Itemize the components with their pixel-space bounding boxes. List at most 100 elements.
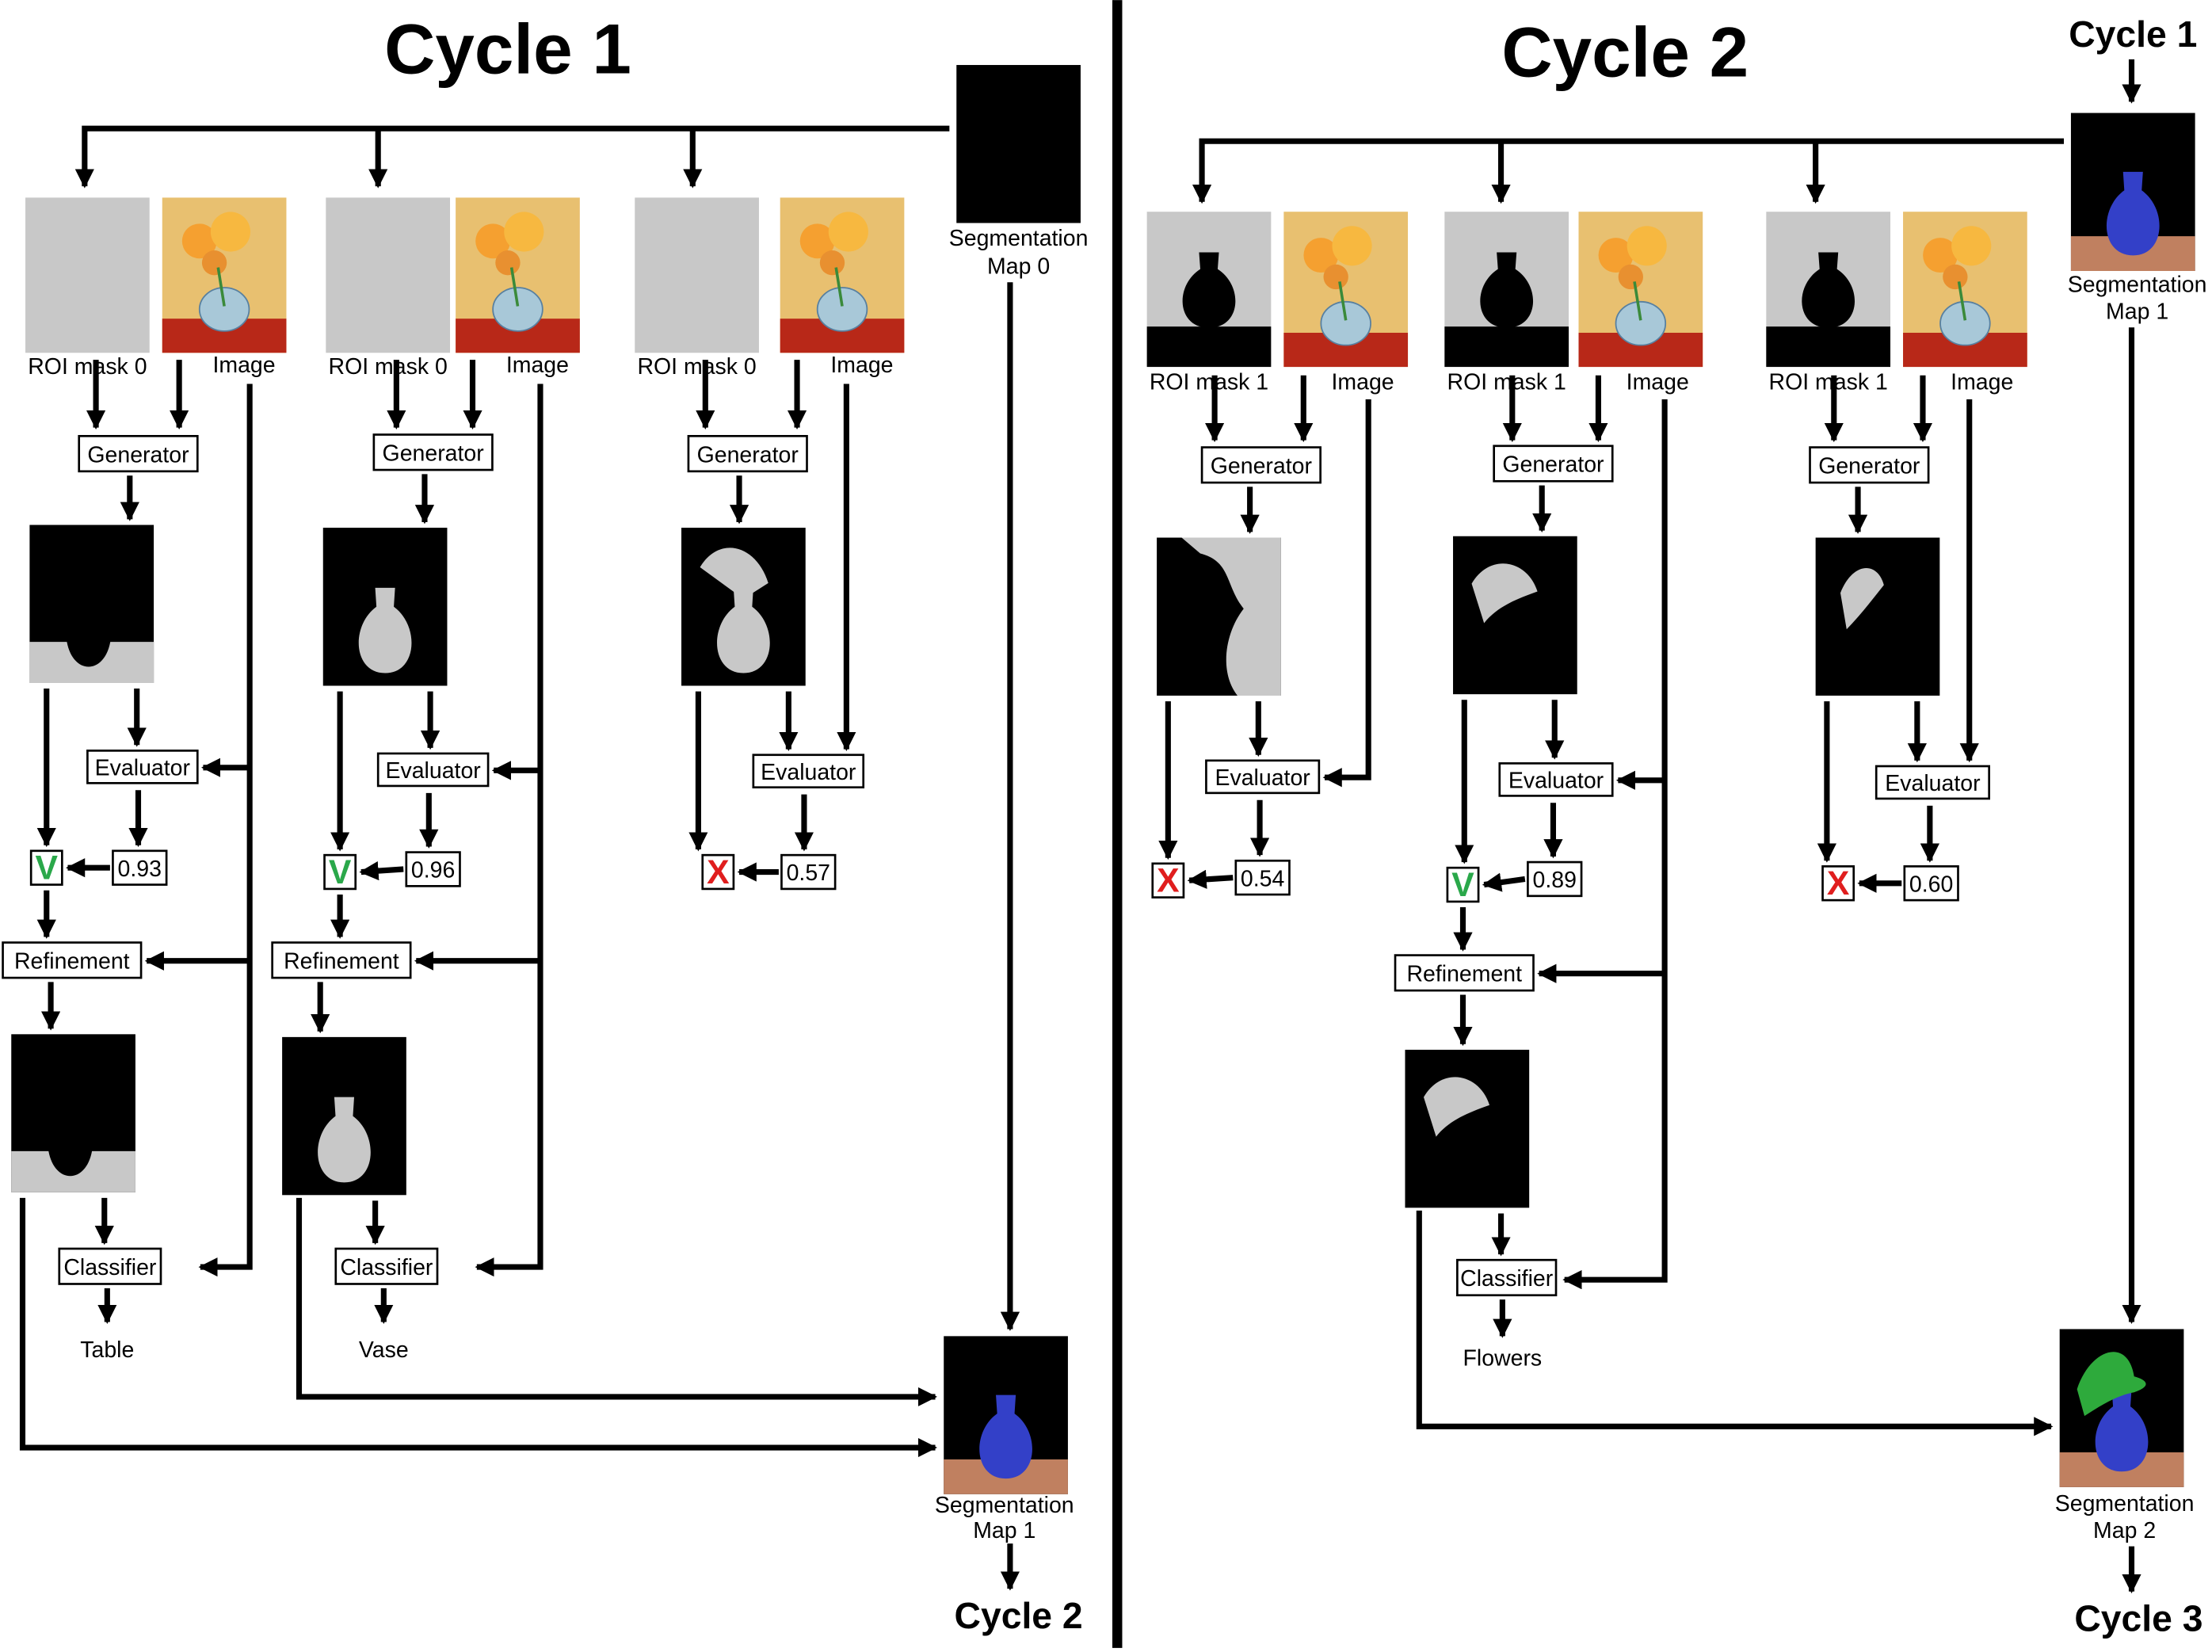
rose-bloom bbox=[1951, 226, 1992, 266]
stem bbox=[216, 267, 226, 307]
c2-col1-generator-box bbox=[1200, 446, 1321, 484]
c1-col2-refined-mask bbox=[282, 1036, 406, 1196]
stem bbox=[509, 267, 520, 307]
c1-col1-generator: Generator bbox=[87, 442, 189, 467]
c1-col1-verdict-box bbox=[29, 849, 63, 886]
c1-col2-classifier: Classifier bbox=[340, 1255, 433, 1280]
c2-col2-classifier-box bbox=[1456, 1258, 1558, 1297]
glass-vase bbox=[198, 287, 250, 332]
mask-background bbox=[1815, 537, 1940, 696]
rose-bloom bbox=[799, 223, 835, 259]
table-excluded bbox=[1444, 326, 1569, 368]
rose-bloom bbox=[1943, 264, 1968, 290]
seg0-to-col1-arrow bbox=[74, 125, 950, 189]
rose-bloom bbox=[1303, 238, 1339, 273]
c1-col1-evaluator: Evaluator bbox=[95, 756, 190, 781]
c2-col2-image-label: Image bbox=[1627, 370, 1689, 395]
rose-bloom bbox=[1323, 264, 1348, 290]
table-excluded bbox=[1146, 326, 1272, 368]
c2-col2-evaluator: Evaluator bbox=[1508, 769, 1604, 794]
cycle1-title: Cycle 1 bbox=[384, 10, 631, 89]
c1-col2-generator-box bbox=[372, 433, 494, 471]
c1-col1-verdict: V bbox=[36, 849, 59, 887]
c2-col1-evaluator-box bbox=[1205, 759, 1321, 795]
c2-col1-generated-mask bbox=[1157, 537, 1281, 696]
c2-col2-verdict: V bbox=[1451, 866, 1474, 904]
c1-col3-generator: Generator bbox=[697, 442, 799, 467]
c1-col1-img-to-classifier bbox=[198, 383, 253, 1277]
c2-col3-score: 0.60 bbox=[1909, 872, 1953, 897]
c2-col2-score: 0.89 bbox=[1533, 868, 1577, 893]
c2-col1-verdict: X bbox=[1157, 861, 1180, 899]
c2-col1-score-box bbox=[1234, 859, 1291, 896]
vase-segment bbox=[2106, 171, 2160, 256]
c1-col3-score: 0.57 bbox=[787, 860, 830, 886]
rose-bloom bbox=[1627, 226, 1667, 266]
c2-flowers-to-segmap2-arrow bbox=[1416, 1210, 2054, 1436]
cycle2-prev-label: Cycle 1 bbox=[2069, 13, 2197, 55]
c2-col2-generator-box bbox=[1493, 444, 1614, 483]
c1-col1-score: 0.93 bbox=[118, 857, 162, 882]
c1-col2-evaluator: Evaluator bbox=[386, 758, 481, 784]
roi-mask-area bbox=[25, 197, 150, 353]
c2-col1-score: 0.54 bbox=[1241, 866, 1284, 891]
c1-col3-image bbox=[780, 197, 905, 353]
flower-region bbox=[1840, 568, 1884, 630]
c1-col1-image-label: Image bbox=[212, 353, 275, 378]
rose-bloom bbox=[1598, 238, 1634, 273]
c1-col2-verdict: V bbox=[329, 853, 352, 891]
vase-excluded bbox=[1182, 252, 1236, 328]
flowers-segment bbox=[2077, 1352, 2146, 1417]
c2-col2-score-to-verdict bbox=[1482, 872, 1526, 892]
c1-col1-classifier: Classifier bbox=[63, 1255, 156, 1280]
roi-mask-area bbox=[635, 197, 759, 353]
seg-map-2-label-line1: Segmentation bbox=[2055, 1491, 2195, 1517]
c2-col1-evaluator: Evaluator bbox=[1215, 765, 1310, 791]
c1-col2-image-label: Image bbox=[506, 353, 569, 378]
c1-table-to-segmap1-arrow bbox=[19, 1197, 937, 1458]
c2-col1-roi-mask-label: ROI mask 1 bbox=[1150, 370, 1268, 395]
table-excluded bbox=[1766, 326, 1891, 368]
rose-bloom bbox=[201, 250, 227, 276]
c2-col3-generator-box bbox=[1809, 446, 1930, 484]
c2-col3-verdict: X bbox=[1827, 864, 1850, 902]
segmentation-map-1-output bbox=[944, 1336, 1068, 1494]
vase-region bbox=[318, 1097, 371, 1183]
c2-col1-generator: Generator bbox=[1211, 454, 1312, 479]
c2-col3-image-label: Image bbox=[1951, 370, 2013, 395]
c1-col2-score-to-verdict bbox=[359, 861, 404, 881]
c2-col2-refined-mask bbox=[1405, 1049, 1530, 1208]
c2-col3-generator: Generator bbox=[1818, 454, 1920, 479]
seg-map-0-label-line1: Segmentation bbox=[949, 226, 1089, 251]
vase-excluded bbox=[1802, 252, 1855, 328]
rose-bloom bbox=[1618, 264, 1643, 290]
glass-vase bbox=[816, 287, 868, 332]
c1-col2-roi-mask bbox=[326, 197, 451, 353]
c2-col3-roi-mask bbox=[1766, 212, 1891, 368]
c2-col2-roi-mask-label: ROI mask 1 bbox=[1447, 370, 1566, 395]
rose-bloom bbox=[181, 223, 217, 259]
vase-region bbox=[717, 587, 770, 673]
c1-col3-evaluator-box bbox=[752, 754, 865, 789]
segmentation-map-0 bbox=[956, 65, 1081, 223]
glass-vase bbox=[1320, 300, 1371, 346]
c1-col1-score-box bbox=[112, 849, 168, 886]
c1-col2-class-label: Vase bbox=[359, 1337, 409, 1363]
seg-map-2-label-line2: Map 2 bbox=[2093, 1518, 2156, 1543]
c1-col1-refinement: Refinement bbox=[14, 949, 130, 975]
c2-col3-generated-mask bbox=[1815, 537, 1940, 696]
segmap-background bbox=[956, 65, 1081, 223]
c2-col3-evaluator-box bbox=[1874, 765, 1990, 800]
vase-segment bbox=[979, 1394, 1032, 1479]
c1-col2-refinement-box bbox=[271, 941, 412, 979]
roi-mask-area bbox=[326, 197, 451, 353]
c1-col3-evaluator: Evaluator bbox=[761, 760, 856, 785]
c1-col3-generated-mask bbox=[681, 528, 806, 686]
c1-col2-generator: Generator bbox=[383, 441, 484, 466]
seg-map-1-in-label-line1: Segmentation bbox=[2068, 273, 2207, 298]
c2-col3-image bbox=[1903, 212, 2027, 368]
c2-col2-verdict-box bbox=[1446, 866, 1480, 903]
c1-col1-class-label: Table bbox=[80, 1337, 134, 1363]
